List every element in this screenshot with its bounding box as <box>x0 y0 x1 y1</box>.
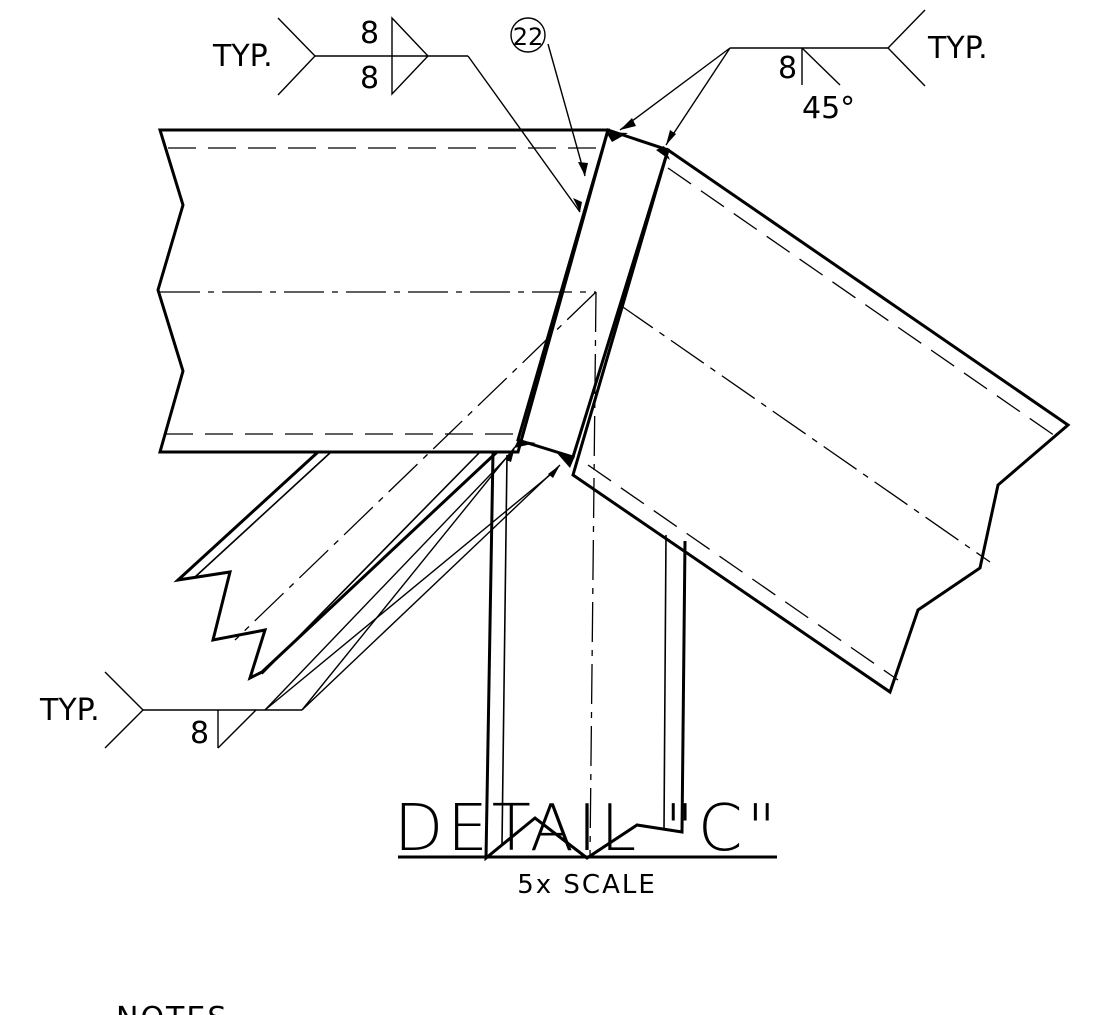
weld-angle: 45° <box>802 91 855 126</box>
vertical-post <box>484 291 687 862</box>
detail-scale: 5x SCALE <box>517 870 657 900</box>
typ-label-top-left: TYP. <box>212 39 273 74</box>
detail-title: DETAIL "C" <box>394 792 780 866</box>
typ-label-top-right: TYP. <box>927 31 988 66</box>
item-callout-22: 22 <box>510 17 588 177</box>
weld-symbol-top-left: TYP. 8 8 <box>212 16 582 213</box>
horizontal-member <box>156 128 610 454</box>
diagonal-brace <box>173 291 597 681</box>
weld-size-top-right: 8 <box>778 51 797 86</box>
weld-size-upper: 8 <box>360 16 379 51</box>
fillet-welds <box>514 132 670 468</box>
notes-heading: NOTES <box>116 1001 228 1015</box>
weld-symbol-top-right: 8 45° TYP. <box>619 9 988 146</box>
item-number: 22 <box>513 23 544 51</box>
weld-size-bottom-left: 8 <box>190 716 209 751</box>
typ-label-bottom-left: TYP. <box>39 693 100 728</box>
inclined-member <box>571 147 1071 695</box>
detail-title-block: DETAIL "C" 5x SCALE <box>394 792 780 900</box>
weld-symbol-bottom-left: TYP. 8 <box>39 446 561 751</box>
weld-size-lower: 8 <box>360 61 379 96</box>
